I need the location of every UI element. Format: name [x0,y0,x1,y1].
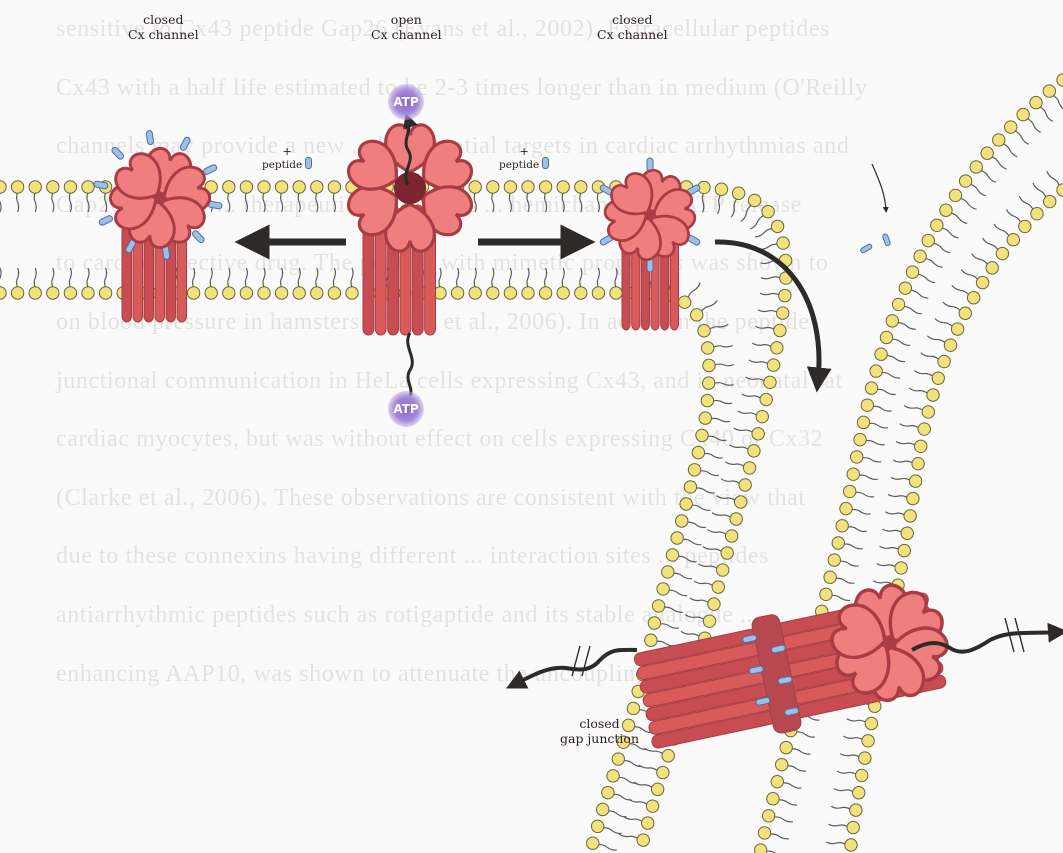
peptide-icon [882,233,891,246]
connexin-rosette [590,157,711,272]
connexin-rosette [343,125,477,251]
peptide-icon [191,230,205,244]
peptide-label-left: +peptide [262,147,312,170]
peptide-label-right: +peptide [499,147,549,170]
peptide-icon [542,157,549,169]
peptide-icon [179,136,191,151]
closed-cx-channel-left [93,130,223,322]
peptide-icon [860,243,873,253]
peptide-icon [111,146,125,160]
lipid-leaflet [826,171,1063,851]
peptide-icon [305,157,312,169]
atp-molecule-bottom: ATP [388,391,424,427]
peptide-icon [146,130,154,145]
lipid-leaflet [754,74,1063,853]
lipid-leaflet [0,268,734,850]
closed-cx-channel-right [590,157,711,330]
atp-molecule-top: ATP [388,84,424,120]
peptide-icon [98,215,113,227]
